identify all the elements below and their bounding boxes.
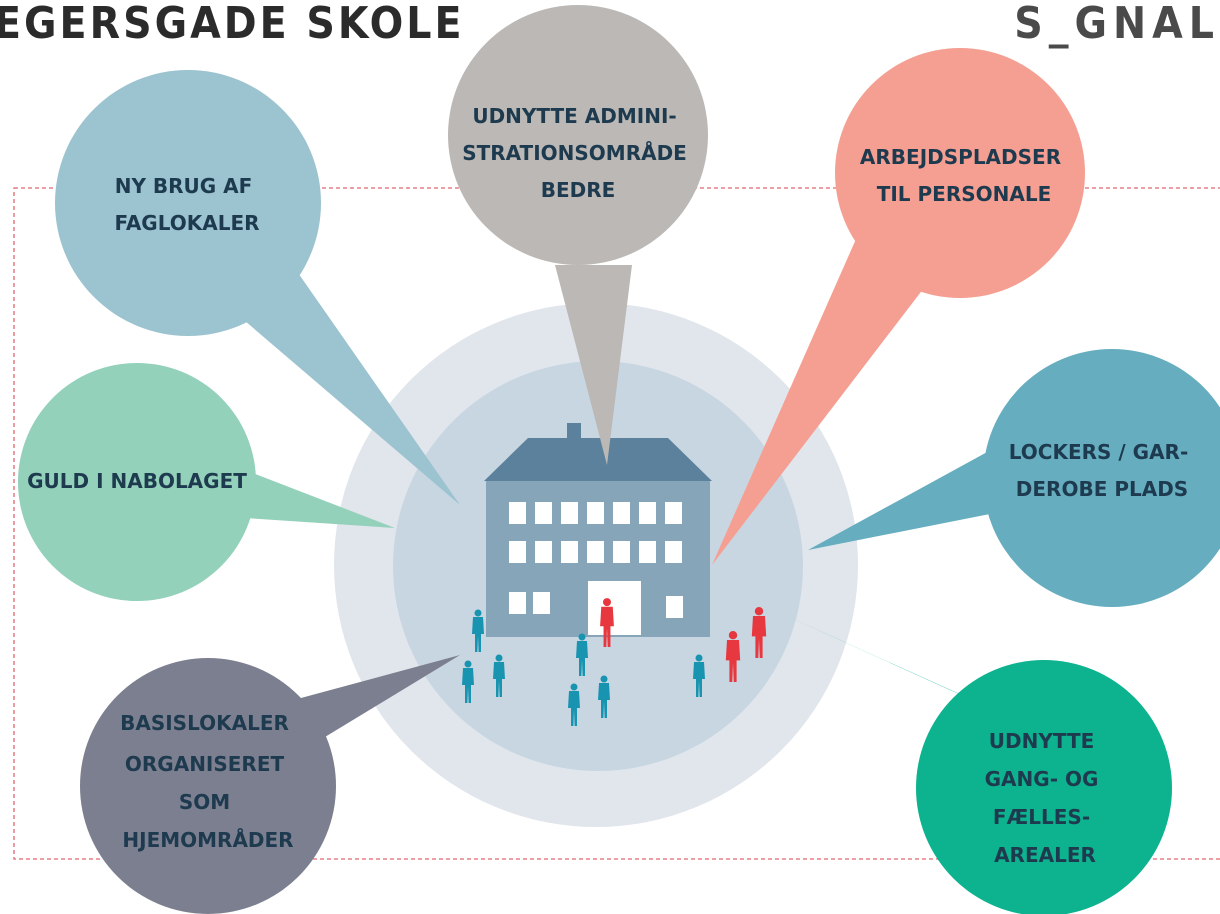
- person-icon: [725, 631, 741, 682]
- bubble-faellesarealer: [916, 660, 1172, 914]
- person-icon: [472, 609, 484, 652]
- bubble-faglokaler: [55, 70, 321, 336]
- person-icon: [493, 654, 505, 697]
- bubble-nabolaget: [18, 363, 256, 601]
- signal-logo: S_GNAL: [1014, 0, 1220, 49]
- bubble-label-nabolaget: GULD I NABOLAGET: [27, 469, 247, 493]
- person-icon: [600, 598, 614, 647]
- bubble-arbejdspladser: [835, 48, 1085, 298]
- page-title: EGERSGADE SKOLE: [0, 0, 465, 49]
- bubble-label-faellesarealer: UDNYTTE GANG- OG FÆLLES- AREALER: [985, 729, 1106, 867]
- bubble-label-arbejdspladser: ARBEJDSPLADSER TIL PERSONALE: [860, 145, 1068, 206]
- person-icon: [598, 675, 610, 718]
- bubble-basislokaler: [80, 658, 336, 914]
- bubble-label-lockers: LOCKERS / GAR- DEROBE PLADS: [1009, 440, 1195, 501]
- bubble-lockers: [983, 349, 1220, 607]
- school-building-icon: [484, 423, 712, 637]
- bubble-label-basislokaler: BASISLOKALER ORGANISERET SOM HJEMOMRÅDER: [120, 711, 296, 852]
- bubble-administration: [448, 5, 708, 265]
- person-icon: [751, 607, 767, 658]
- bubble-tails: [238, 230, 1010, 740]
- person-icon: [568, 683, 580, 726]
- person-icon: [576, 633, 588, 676]
- bubble-label-faglokaler: NY BRUG AF FAGLOKALER: [114, 174, 259, 235]
- people-group: [462, 598, 767, 726]
- person-icon: [462, 660, 474, 703]
- bubble-label-administration: UDNYTTE ADMINI- STRATIONSOMRÅDE BEDRE: [462, 104, 694, 202]
- person-icon: [693, 654, 705, 697]
- dashed-frame: [13, 187, 1220, 860]
